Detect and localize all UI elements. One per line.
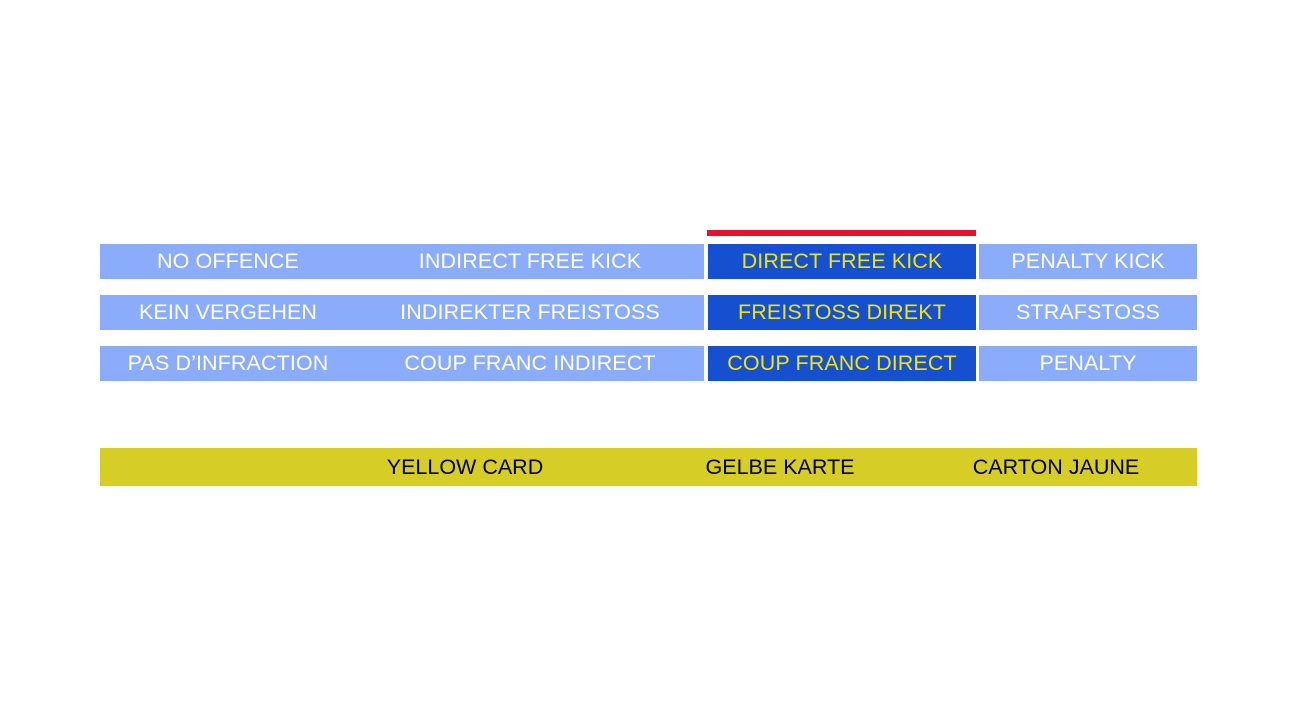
cell-kein-vergehen[interactable]: KEIN VERGEHEN — [138, 300, 318, 324]
cell-coup-franc-indirect[interactable]: COUP FRANC INDIRECT — [404, 351, 656, 375]
cell-no-offence[interactable]: NO OFFENCE — [157, 249, 299, 273]
yellow-card-bar[interactable]: YELLOW CARD GELBE KARTE CARTON JAUNE — [100, 448, 1197, 486]
table-row: PAS D’INFRACTION COUP FRANC INDIRECT COU… — [100, 346, 1197, 381]
cell-penalty-kick[interactable]: PENALTY KICK — [979, 244, 1197, 279]
cell-penalty[interactable]: PENALTY — [979, 346, 1197, 381]
row-left-bar — [100, 346, 704, 381]
cell-strafstoss[interactable]: STRAFSTOSS — [979, 295, 1197, 330]
highlight-marker-bar — [707, 230, 976, 236]
row-left-bar — [100, 295, 704, 330]
cell-pas-d-infraction[interactable]: PAS D’INFRACTION — [127, 351, 329, 375]
cell-coup-franc-direct-highlighted[interactable]: COUP FRANC DIRECT — [708, 346, 976, 381]
table-row: NO OFFENCE INDIRECT FREE KICK DIRECT FRE… — [100, 244, 1197, 279]
yellow-card-label-english: YELLOW CARD — [386, 454, 544, 479]
cell-indirekter-freistoss[interactable]: INDIREKTER FREISTOSS — [400, 300, 660, 324]
row-left-bar — [100, 244, 704, 279]
yellow-card-label-german: GELBE KARTE — [705, 454, 855, 479]
cell-direct-free-kick-highlighted[interactable]: DIRECT FREE KICK — [708, 244, 976, 279]
cell-freistoss-direkt-highlighted[interactable]: FREISTOSS DIREKT — [708, 295, 976, 330]
table-row: KEIN VERGEHEN INDIREKTER FREISTOSS FREIS… — [100, 295, 1197, 330]
cell-indirect-free-kick[interactable]: INDIRECT FREE KICK — [418, 249, 642, 273]
yellow-card-label-french: CARTON JAUNE — [972, 454, 1140, 479]
